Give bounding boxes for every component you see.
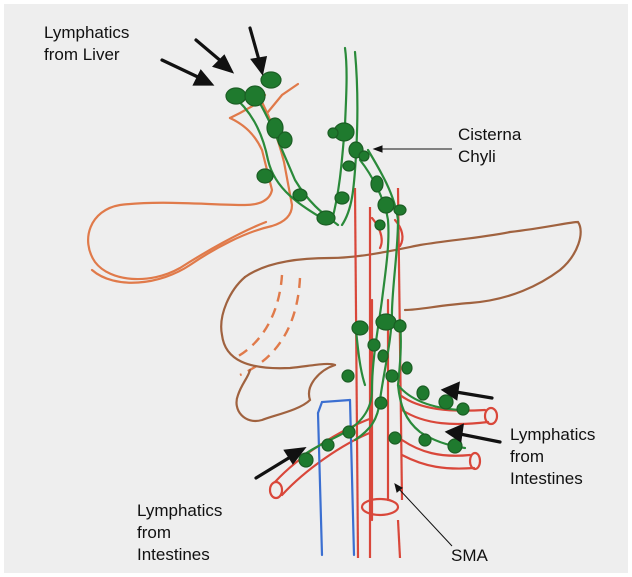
lymph-node <box>245 86 265 106</box>
lymph-node <box>328 128 338 138</box>
label-line: Lymphatics <box>44 22 129 44</box>
lymph-node <box>359 151 369 161</box>
lymph-node <box>402 362 412 374</box>
sma-artery <box>270 218 497 520</box>
lymph-node <box>226 88 246 104</box>
common-bile-duct-dashed <box>235 275 300 375</box>
lymph-node <box>457 403 469 415</box>
label-cisterna-chyli: Cisterna Chyli <box>458 124 521 168</box>
lymph-node <box>343 161 355 171</box>
label-line: Intestines <box>510 468 595 490</box>
lymph-node <box>375 220 385 230</box>
lymph-node <box>439 395 453 409</box>
label-line: SMA <box>451 545 488 567</box>
label-line: from <box>137 522 222 544</box>
lymph-node <box>389 432 401 444</box>
lymph-node <box>378 350 388 362</box>
arrow-liver-2 <box>196 40 231 71</box>
lymph-node <box>368 339 380 351</box>
label-line: Intestines <box>137 544 222 566</box>
lymph-node <box>293 189 307 201</box>
arrow-liver-1 <box>162 60 211 84</box>
arrow-intestine-right-1 <box>444 384 492 398</box>
lymph-node <box>394 205 406 215</box>
lymph-node <box>394 320 406 332</box>
lymph-node <box>261 72 281 88</box>
label-line: Lymphatics <box>137 500 222 522</box>
label-line: from <box>510 446 595 468</box>
lymph-node <box>322 439 334 451</box>
label-lymphatics-from-intestines-right: Lymphatics from Intestines <box>510 424 595 490</box>
lymph-node <box>257 169 273 183</box>
label-sma: SMA <box>451 545 488 567</box>
label-line: Chyli <box>458 146 521 168</box>
lymph-node <box>371 176 383 192</box>
lymph-node <box>317 211 335 225</box>
arrow-liver-3 <box>250 28 265 72</box>
label-lymphatics-from-liver: Lymphatics from Liver <box>44 22 129 66</box>
lymph-node <box>375 397 387 409</box>
mesenteric-vein <box>318 400 354 555</box>
lymph-node <box>378 197 394 213</box>
lymph-node <box>335 192 349 204</box>
lymph-node <box>343 426 355 438</box>
label-line: Cisterna <box>458 124 521 146</box>
lymph-node <box>352 321 368 335</box>
lymph-node <box>342 370 354 382</box>
lymph-node <box>299 453 313 467</box>
label-line: from Liver <box>44 44 129 66</box>
lymph-node <box>386 370 398 382</box>
label-lymphatics-from-intestines-left: Lymphatics from Intestines <box>137 500 222 566</box>
lymph-node <box>417 386 429 400</box>
lymph-node <box>376 314 396 330</box>
lymph-node <box>419 434 431 446</box>
lymph-node <box>278 132 292 148</box>
label-line: Lymphatics <box>510 424 595 446</box>
